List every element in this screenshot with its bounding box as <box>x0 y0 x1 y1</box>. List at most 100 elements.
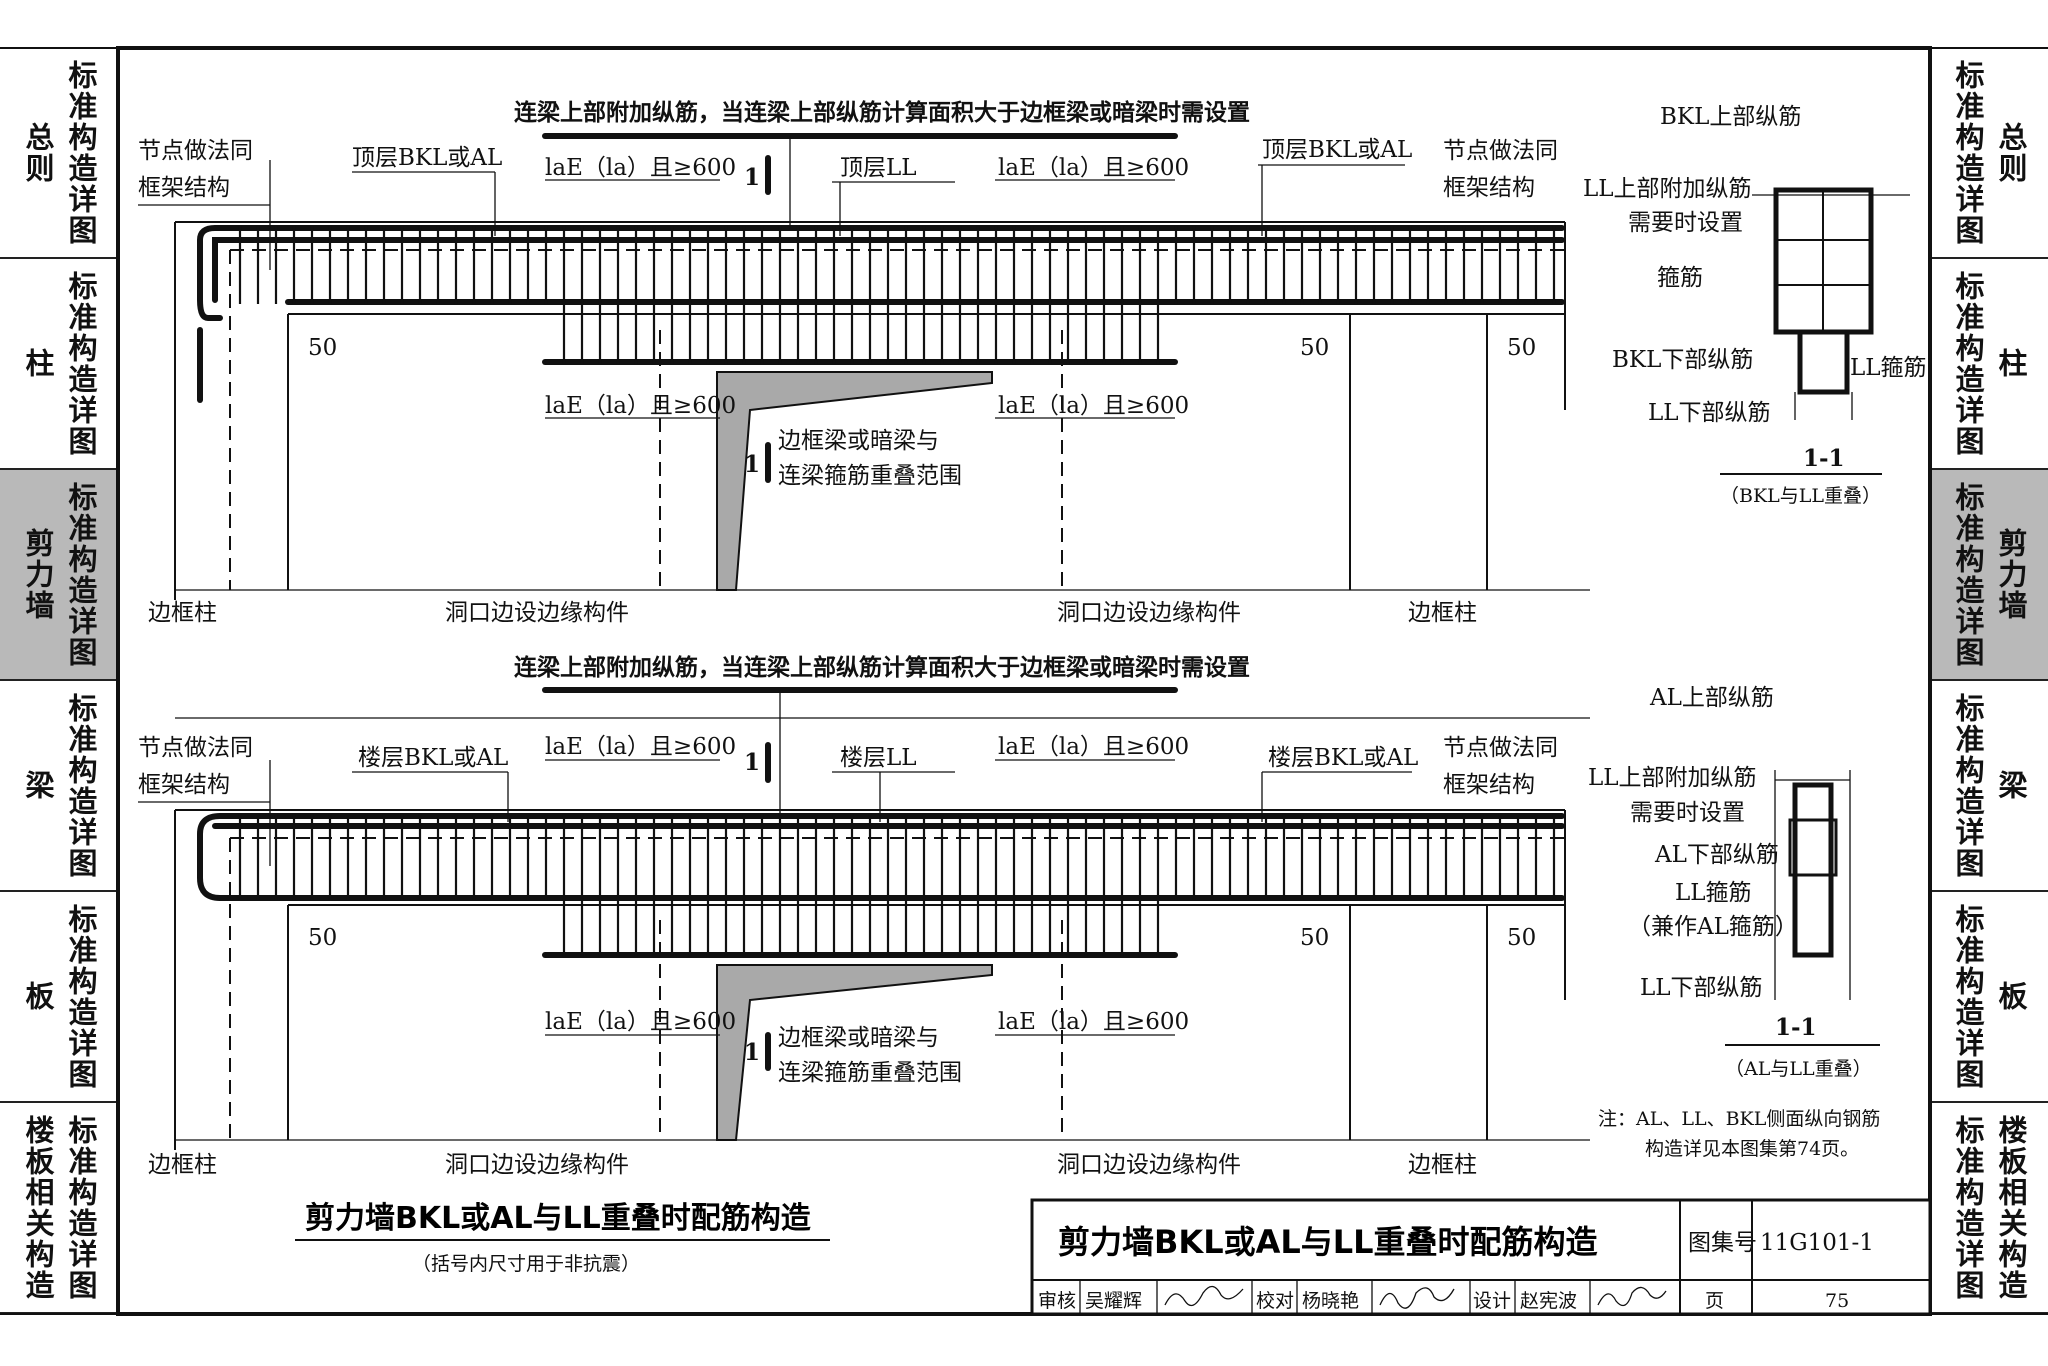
right-tab-topic: 总则 <box>1994 121 2028 184</box>
left-tab-2[interactable]: 剪力墙标准构造详图 <box>0 470 118 681</box>
top-sec-label-4: 箍筋 <box>1657 265 1703 291</box>
bottom-node-right-2: 框架结构 <box>1443 772 1535 798</box>
bottom-col-right-label: 边框柱 <box>1408 1152 1477 1178</box>
right-tab-4[interactable]: 标准构造详图板 <box>1930 892 2048 1103</box>
bottom-node-right-1: 节点做法同 <box>1443 735 1558 761</box>
top-col-right-label: 边框柱 <box>1408 600 1477 626</box>
top-beam-mid-label: 顶层LL <box>840 155 917 181</box>
bottom-header-note: 连梁上部附加纵筋，当连梁上部纵筋计算面积大于边框梁或暗梁时需设置 <box>514 654 1250 681</box>
right-tab-2[interactable]: 标准构造详图剪力墙 <box>1930 470 2048 681</box>
bottom-dim-50-mid: 50 <box>1300 925 1329 951</box>
left-tab-topic: 板 <box>21 981 55 1012</box>
top-elevation-detail: 连梁上部附加纵筋，当连梁上部纵筋计算面积大于边框梁或暗梁时需设置 1 1 <box>138 99 1590 626</box>
bottom-node-left-2: 框架结构 <box>138 772 230 798</box>
bottom-sec-label-4: AL下部纵筋 <box>1654 842 1779 868</box>
bottom-section-mark-lower: 1 <box>744 1039 760 1066</box>
title-block: 剪力墙BKL或AL与LL重叠时配筋构造 图集号 11G101-1 审核 吴耀辉 … <box>1030 1198 1932 1316</box>
title-block-frame <box>1030 1198 1932 1316</box>
bottom-overlap-label-2: 连梁箍筋重叠范围 <box>778 1060 962 1086</box>
bottom-stirrups <box>238 814 1556 957</box>
review-label: 审核 <box>1038 1290 1076 1312</box>
right-tab-1[interactable]: 标准构造详图柱 <box>1930 259 2048 470</box>
reviewer-name: 吴耀辉 <box>1085 1290 1142 1312</box>
bottom-dim-50-left: 50 <box>308 925 337 951</box>
top-node-right-1: 节点做法同 <box>1443 138 1558 164</box>
top-header-note: 连梁上部附加纵筋，当连梁上部纵筋计算面积大于边框梁或暗梁时需设置 <box>514 99 1250 126</box>
left-tab-4[interactable]: 板标准构造详图 <box>0 892 118 1103</box>
reviewer-signature <box>1164 1285 1244 1307</box>
left-tab-topic: 总则 <box>21 121 55 184</box>
bottom-dim-50-right: 50 <box>1507 925 1536 951</box>
atlas-number: 11G101-1 <box>1760 1230 1874 1256</box>
top-beam-right-label: 顶层BKL或AL <box>1262 137 1412 163</box>
right-tab-topic: 楼板相关构造 <box>1994 1114 2028 1301</box>
left-tab-category: 标准构造详图 <box>64 692 98 879</box>
left-tab-category: 标准构造详图 <box>64 59 98 246</box>
top-node-left-1: 节点做法同 <box>138 138 253 164</box>
bottom-sec-label-2: LL上部附加纵筋 <box>1588 765 1757 791</box>
top-beam-top-rebar <box>197 225 1565 321</box>
top-sec-label-5: BKL下部纵筋 <box>1612 347 1753 373</box>
right-tab-category: 标准构造详图 <box>1951 903 1985 1090</box>
check-label: 校对 <box>1256 1290 1294 1312</box>
top-edge-left-label: 洞口边设边缘构件 <box>445 600 629 626</box>
right-tab-topic: 剪力墙 <box>1994 528 2028 621</box>
top-edge-right-label: 洞口边设边缘构件 <box>1057 600 1241 626</box>
bottom-anchor-label-ur: laE（la）且≥600 <box>998 734 1189 760</box>
right-tab-topic: 梁 <box>1994 770 2028 801</box>
bottom-overlap-label-1: 边框梁或暗梁与 <box>778 1025 939 1051</box>
left-tab-5[interactable]: 楼板相关构造标准构造详图 <box>0 1103 118 1314</box>
page-label: 页 <box>1705 1290 1724 1312</box>
right-tab-3[interactable]: 标准构造详图梁 <box>1930 681 2048 892</box>
top-node-right-2: 框架结构 <box>1443 175 1535 201</box>
top-dim-50-left: 50 <box>308 335 337 361</box>
top-section-detail: BKL上部纵筋 LL上部附加纵筋 需要时设置 箍筋 BKL下部纵筋 LL箍筋 L… <box>1583 104 1927 507</box>
designer-name: 赵宪波 <box>1520 1290 1577 1312</box>
left-tab-category: 标准构造详图 <box>64 481 98 668</box>
bottom-beam-top-rebar <box>197 813 1565 901</box>
bottom-section-mark-upper: 1 <box>744 749 760 776</box>
bottom-sec-label-3: 需要时设置 <box>1630 800 1745 826</box>
top-overlap-label-1: 边框梁或暗梁与 <box>778 428 939 454</box>
top-anchor-label-lr: laE（la）且≥600 <box>998 393 1189 419</box>
bottom-node-left-1: 节点做法同 <box>138 735 253 761</box>
top-anchor-label-ll: laE（la）且≥600 <box>545 393 736 419</box>
top-sec-title: 1-1 <box>1803 445 1845 472</box>
bottom-col-left-label: 边框柱 <box>148 1152 217 1178</box>
bottom-sec-label-6: （兼作AL箍筋） <box>1628 914 1798 940</box>
right-tab-5[interactable]: 标准构造详图楼板相关构造 <box>1930 1103 2048 1314</box>
checker-signature <box>1379 1287 1455 1309</box>
top-section-mark-lower: 1 <box>744 451 760 478</box>
top-beam-left-label: 顶层BKL或AL <box>352 145 502 171</box>
left-tab-category: 标准构造详图 <box>64 903 98 1090</box>
note-line-1: 注：AL、LL、BKL侧面纵向钢筋 <box>1598 1108 1880 1130</box>
bottom-overlap-zone <box>716 964 993 1141</box>
top-col-left-label: 边框柱 <box>148 600 217 626</box>
left-tab-1[interactable]: 柱标准构造详图 <box>0 259 118 470</box>
bottom-beam-right-label: 楼层BKL或AL <box>1268 745 1418 771</box>
top-dim-50-right: 50 <box>1507 335 1536 361</box>
top-sec-label-3: 需要时设置 <box>1628 210 1743 236</box>
top-section-mark-upper: 1 <box>744 164 760 191</box>
note-line-2: 构造详见本图集第74页。 <box>1645 1138 1859 1160</box>
bottom-anchor-label-ul: laE（la）且≥600 <box>545 734 736 760</box>
right-tab-0[interactable]: 标准构造详图总则 <box>1930 48 2048 259</box>
top-section-ll-stirrup <box>1797 329 1850 395</box>
right-tab-category: 标准构造详图 <box>1951 59 1985 246</box>
top-dim-50-mid: 50 <box>1300 335 1329 361</box>
checker-name: 杨晓艳 <box>1302 1290 1359 1312</box>
left-tab-3[interactable]: 梁标准构造详图 <box>0 681 118 892</box>
bottom-section-al-stirrup <box>1788 818 1838 877</box>
left-tab-0[interactable]: 总则标准构造详图 <box>0 48 118 259</box>
top-anchor-label-ul: laE（la）且≥600 <box>545 155 736 181</box>
drawing-title: 剪力墙BKL或AL与LL重叠时配筋构造 <box>305 1201 811 1236</box>
top-overlap-zone <box>716 371 993 591</box>
bottom-edge-left-label: 洞口边设边缘构件 <box>445 1152 629 1178</box>
left-tab-topic: 梁 <box>21 770 55 801</box>
bottom-section-ll-stirrup <box>1792 782 1834 958</box>
left-tab-category: 标准构造详图 <box>64 1114 98 1301</box>
page-number: 75 <box>1825 1290 1849 1312</box>
right-tab-topic: 板 <box>1994 981 2028 1012</box>
designer-signature <box>1597 1286 1667 1307</box>
